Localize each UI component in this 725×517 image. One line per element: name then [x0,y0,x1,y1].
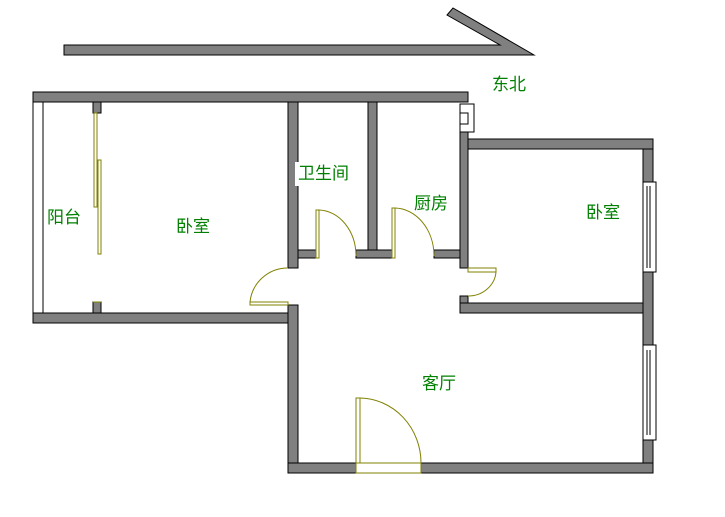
wall-stub [92,101,102,114]
door-right-bedroom [467,267,497,297]
entrance-door [355,397,422,474]
wall [297,249,317,259]
room-label-kitchen: 厨房 [414,194,448,214]
wall [459,295,469,304]
door-bathroom [315,209,357,259]
north-arrow-icon [63,7,536,56]
wall [287,304,299,474]
room-label-bedroom-right: 卧室 [586,203,620,223]
wall [367,101,378,259]
room-label-balcony: 阳台 [47,208,81,228]
window [459,112,469,125]
wall [642,148,654,183]
balcony-railing [32,101,44,314]
wall [467,138,654,150]
wall-bottom-left [32,312,299,324]
wall [355,249,393,259]
sliding-door [93,112,98,208]
wall [459,131,469,269]
wall [287,462,357,474]
room-label-living-room: 客厅 [422,374,456,394]
wall [642,271,654,346]
wall-stub [92,301,102,314]
wall [459,302,644,314]
room-label-bathroom: 卫生间 [295,162,352,186]
wall [420,462,654,474]
door-kitchen [391,207,435,259]
compass-label: 东北 [492,75,526,95]
sliding-door [97,159,102,255]
wall-top [32,91,469,103]
door-bedroom [249,267,289,306]
room-label-bedroom-left: 卧室 [176,217,210,237]
